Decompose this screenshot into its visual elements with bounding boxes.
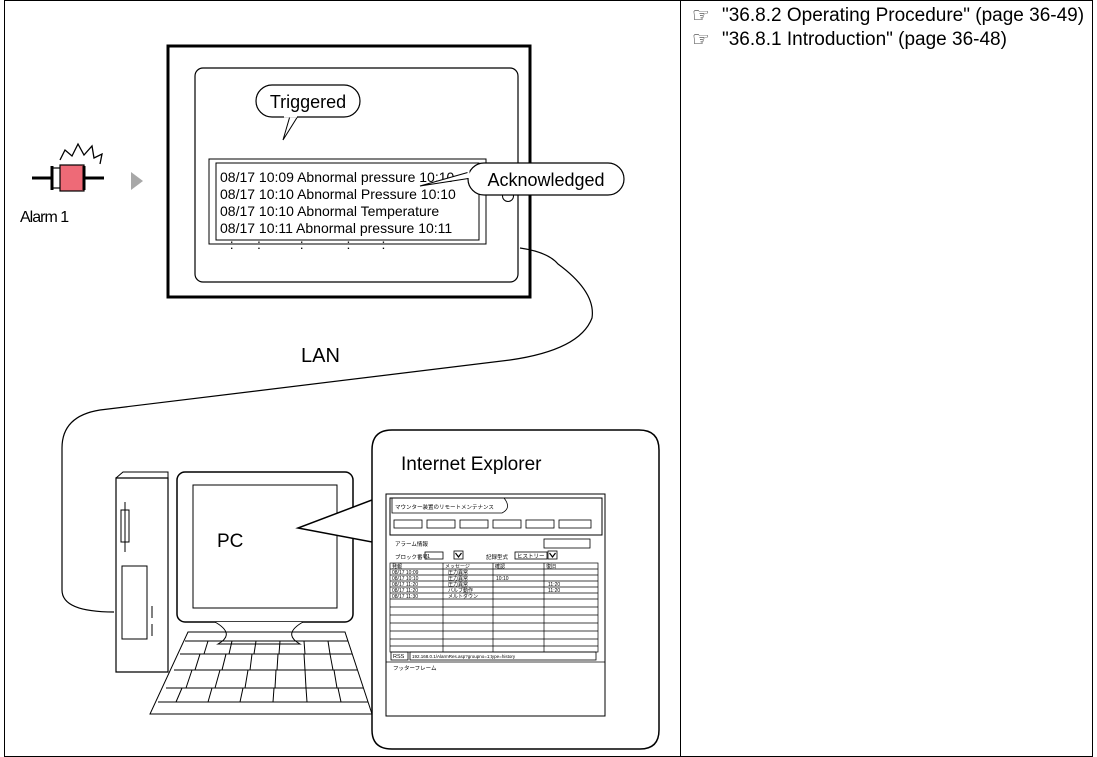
table-cell: 圧力異常 [448, 581, 468, 588]
pc-label: PC [217, 531, 243, 552]
table-cell: 08/17 11:20 [392, 582, 418, 588]
table-cell: 11:20 [548, 588, 560, 594]
alarm-lamp-icon [32, 142, 104, 192]
table-cell: 08/17 11:20 [392, 588, 418, 594]
block-number-value: 1 [427, 554, 430, 560]
reference-text: "36.8.2 Operating Procedure" (page 36-49… [722, 5, 1085, 26]
browser-title: Internet Explorer [401, 454, 542, 475]
nav-button[interactable] [459, 519, 489, 529]
reference-text: "36.8.1 Introduction" (page 36-48) [722, 29, 1007, 50]
table-cell: 08/17 10:09 [392, 570, 419, 576]
table-cell: 圧力異常 [448, 575, 468, 582]
lan-cable [61, 247, 593, 613]
alarm-row: 08/17 10:10 Abnormal Temperature [220, 203, 439, 219]
pointing-hand-icon: ☞ [692, 3, 710, 27]
table-cell: バルブ動作 [448, 587, 473, 594]
nav-button[interactable] [393, 519, 423, 529]
acknowledged-callout [419, 162, 625, 196]
table-header: メッセージ [445, 564, 470, 570]
chevron-down-icon[interactable] [547, 550, 558, 560]
alarm-history-list: 08/17 10:09 Abnormal pressure 10:10 08/1… [220, 169, 456, 252]
table-cell: 08/17 11:30 [392, 594, 418, 600]
lan-label: LAN [301, 345, 340, 367]
pc-tower [115, 471, 169, 673]
arrow-right-icon [131, 172, 143, 190]
alarm-table [389, 562, 599, 653]
reference-link[interactable]: ☞ "36.8.1 Introduction" (page 36-48) [692, 27, 1087, 52]
alarm-info-field[interactable] [543, 538, 591, 549]
block-number-label: ブロック番号 [395, 553, 429, 561]
reference-link[interactable]: ☞ "36.8.2 Operating Procedure" (page 36-… [692, 3, 1087, 28]
url-field[interactable] [409, 651, 597, 661]
chevron-down-icon[interactable] [453, 550, 464, 560]
nav-button[interactable] [426, 519, 456, 529]
table-cell: メルトダウン [448, 593, 478, 600]
record-format-value: ヒストリー [517, 553, 545, 560]
alarm-info-label: アラーム情報 [395, 540, 428, 548]
page-title: マウンター装置のリモートメンテナンス [395, 503, 494, 511]
table-header: 発報 [392, 563, 402, 570]
record-format-label: 記録型式 [486, 553, 509, 561]
alarm-label: Alarm 1 [20, 209, 69, 226]
table-header: 復旧 [546, 563, 556, 570]
triggered-label: Triggered [270, 92, 346, 112]
browser-window: マウンター装置のリモートメンテナンス アラーム情報 ブロック番号 1 記録型式 … [385, 493, 606, 717]
alarm-table-text: 発報 メッセージ 確認 復旧 08/17 10:09 圧力異常 08/17 10… [392, 563, 560, 600]
url-text: 192.168.0.1/AlarmRes.asp?groupno=1;type=… [412, 654, 516, 659]
nav-button[interactable] [525, 519, 555, 529]
alarm-row: : : : : : [222, 236, 385, 252]
table-cell: 10:10 [496, 576, 509, 582]
table-cell: 11:20 [548, 582, 560, 588]
pointing-hand-icon: ☞ [692, 27, 710, 51]
pc-monitor [176, 471, 354, 645]
table-cell: 圧力異常 [448, 569, 468, 576]
acknowledged-label: Acknowledged [487, 170, 604, 190]
chevron-down-icon [549, 552, 556, 558]
table-header: 確認 [495, 563, 505, 570]
chevron-down-icon [455, 552, 462, 558]
nav-button[interactable] [492, 519, 522, 529]
reference-links: ☞ "36.8.2 Operating Procedure" (page 36-… [692, 3, 1087, 52]
record-format-select[interactable] [514, 551, 548, 560]
alarm-row: 08/17 10:11 Abnormal pressure 10:11 [220, 220, 452, 236]
alarm-row: 08/17 10:10 Abnormal Pressure 10:10 [220, 186, 456, 202]
rss-button[interactable] [390, 651, 409, 661]
footer-frame-label: フッターフレーム [393, 664, 437, 672]
rss-label: RSS [393, 654, 405, 660]
alarm-row: 08/17 10:09 Abnormal pressure 10:10 [220, 169, 454, 185]
block-number-select[interactable] [424, 551, 444, 560]
triggered-callout [255, 84, 361, 141]
nav-button[interactable] [558, 519, 592, 529]
table-cell: 08/17 10:10 [392, 576, 419, 582]
